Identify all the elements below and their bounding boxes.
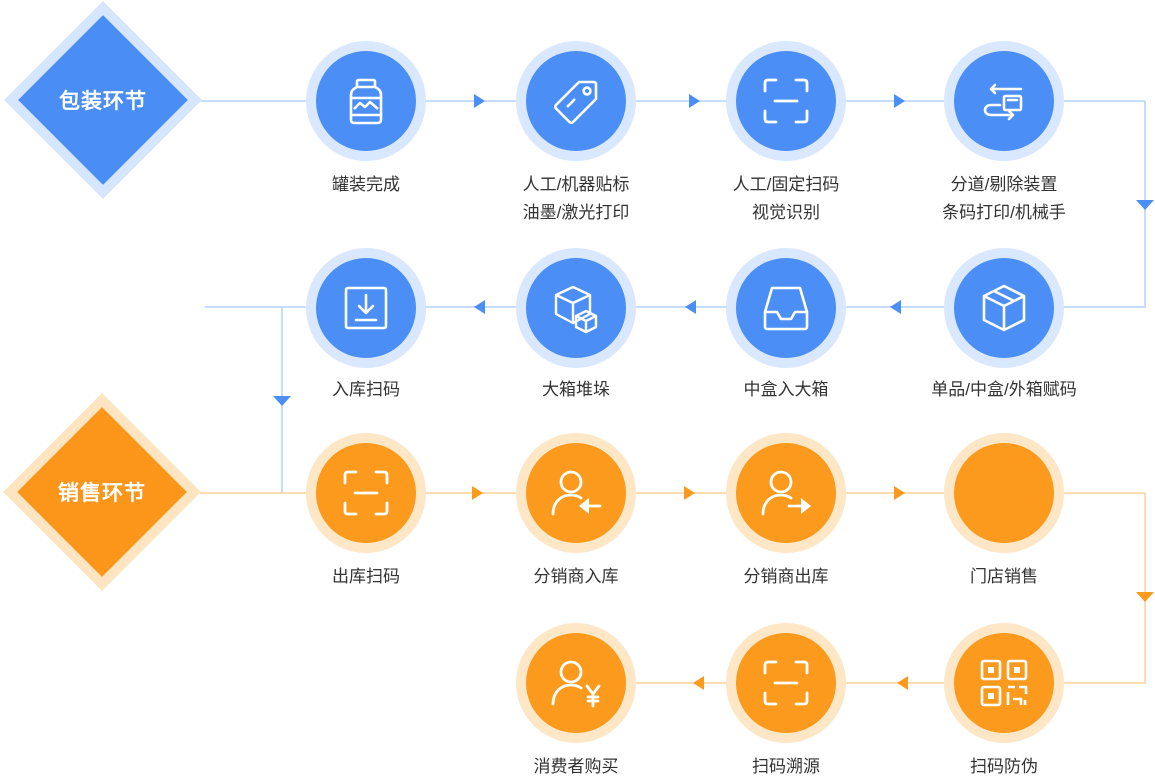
step-label: 入库扫码	[332, 380, 400, 399]
arrow-left-icon	[890, 300, 901, 314]
sales-stage-label: 销售环节	[58, 482, 146, 505]
user-outbound-icon	[761, 470, 811, 516]
package-box-icon	[982, 284, 1026, 332]
tag-icon	[553, 80, 598, 125]
step-label: 扫码防伪	[970, 757, 1038, 776]
sales-stage-diamond: 销售环节	[3, 393, 201, 591]
arrow-right-icon	[474, 94, 485, 108]
step-label: 中盒入大箱	[743, 380, 829, 399]
qr-code-icon	[980, 659, 1028, 707]
step-label: 人工/固定扫码 视觉识别	[732, 175, 840, 222]
step-label: 单品/中盒/外箱赋码	[931, 380, 1077, 399]
scan-frame-icon	[763, 78, 809, 124]
packaging-stage-label: 包装环节	[59, 90, 147, 113]
scan-frame-icon	[763, 660, 809, 706]
arrow-right-icon	[472, 486, 483, 500]
arrow-left-icon	[685, 300, 696, 314]
step-label: 出库扫码	[332, 567, 400, 586]
scan-frame-icon	[343, 470, 389, 516]
user-yuan-icon	[551, 660, 601, 708]
arrow-down-icon	[273, 396, 291, 406]
arrow-left-icon	[474, 300, 485, 314]
step-label: 人工/机器贴标 油墨/激光打印	[522, 175, 630, 222]
step-label: 罐装完成	[332, 175, 400, 194]
stacked-boxes-icon	[554, 285, 598, 334]
arrow-right-icon	[689, 94, 700, 108]
arrow-right-icon	[894, 486, 905, 500]
step-label: 大箱堆垛	[542, 380, 610, 399]
step-label: 分销商出库	[743, 567, 829, 586]
user-inbound-icon	[551, 470, 602, 516]
blank-circle-icon	[954, 443, 1054, 543]
jar-icon	[349, 78, 383, 125]
step-label: 门店销售	[970, 567, 1038, 586]
packaging-stage-diamond: 包装环节	[4, 1, 202, 199]
sorting-device-icon	[983, 83, 1023, 121]
arrow-right-icon	[684, 486, 695, 500]
orange-arrows	[472, 486, 1154, 690]
tray-icon	[763, 286, 809, 331]
step-label: 分销商入库	[533, 567, 619, 586]
blue-arrows	[273, 94, 1154, 406]
arrow-down-icon	[1136, 592, 1154, 602]
step-label: 消费者购买	[533, 757, 619, 776]
arrow-right-icon	[894, 94, 905, 108]
step-label: 扫码溯源	[752, 757, 820, 776]
arrow-left-icon	[897, 676, 908, 690]
arrow-down-icon	[1136, 200, 1154, 210]
download-box-icon	[344, 286, 388, 330]
arrow-left-icon	[693, 676, 704, 690]
step-label: 分道/剔除装置 条码打印/机械手	[942, 175, 1066, 222]
